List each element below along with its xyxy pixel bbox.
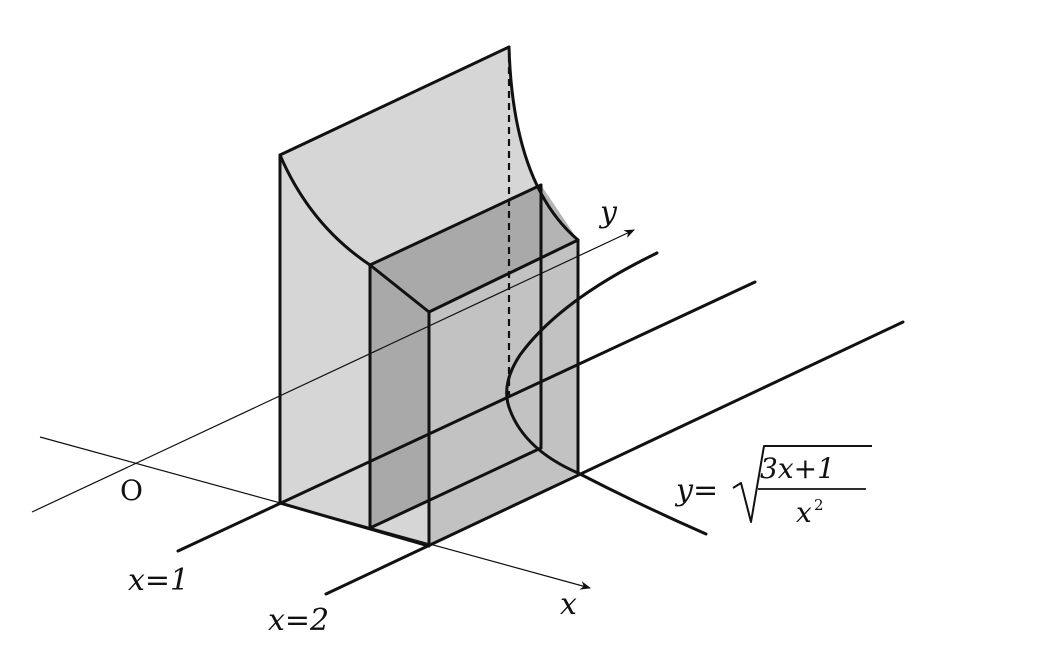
curve-equation-numerator: 3x+1 <box>760 452 835 485</box>
line-x-equals-2 <box>324 320 905 596</box>
edge-base-front <box>278 501 431 548</box>
sqrt-radical-sign <box>732 445 872 523</box>
line-x2-label: x=2 <box>268 603 329 638</box>
curve-equation-lhs: y= <box>674 473 718 508</box>
curve-equation-label: y= 3x+1 x 2 <box>674 445 872 529</box>
origin-label: O <box>120 474 143 507</box>
x-axis-label: x <box>560 587 577 622</box>
edge-section-bottom <box>368 446 543 530</box>
edge-top-back <box>278 45 511 157</box>
curve-equation-denominator: x <box>796 496 812 529</box>
edge-front-top <box>427 238 580 314</box>
y-axis-label: y <box>598 195 618 230</box>
line-x-equals-1 <box>176 280 757 553</box>
edge-top-curve-left <box>278 153 372 267</box>
edge-front-diagonal <box>368 263 431 314</box>
curve-function <box>505 251 708 536</box>
edge-section-top <box>368 183 543 267</box>
edge-top-curve-right <box>507 45 580 242</box>
curve-equation-denominator-exponent: 2 <box>814 496 824 514</box>
y-axis-line <box>31 229 635 513</box>
line-x1-label: x=1 <box>128 563 189 598</box>
